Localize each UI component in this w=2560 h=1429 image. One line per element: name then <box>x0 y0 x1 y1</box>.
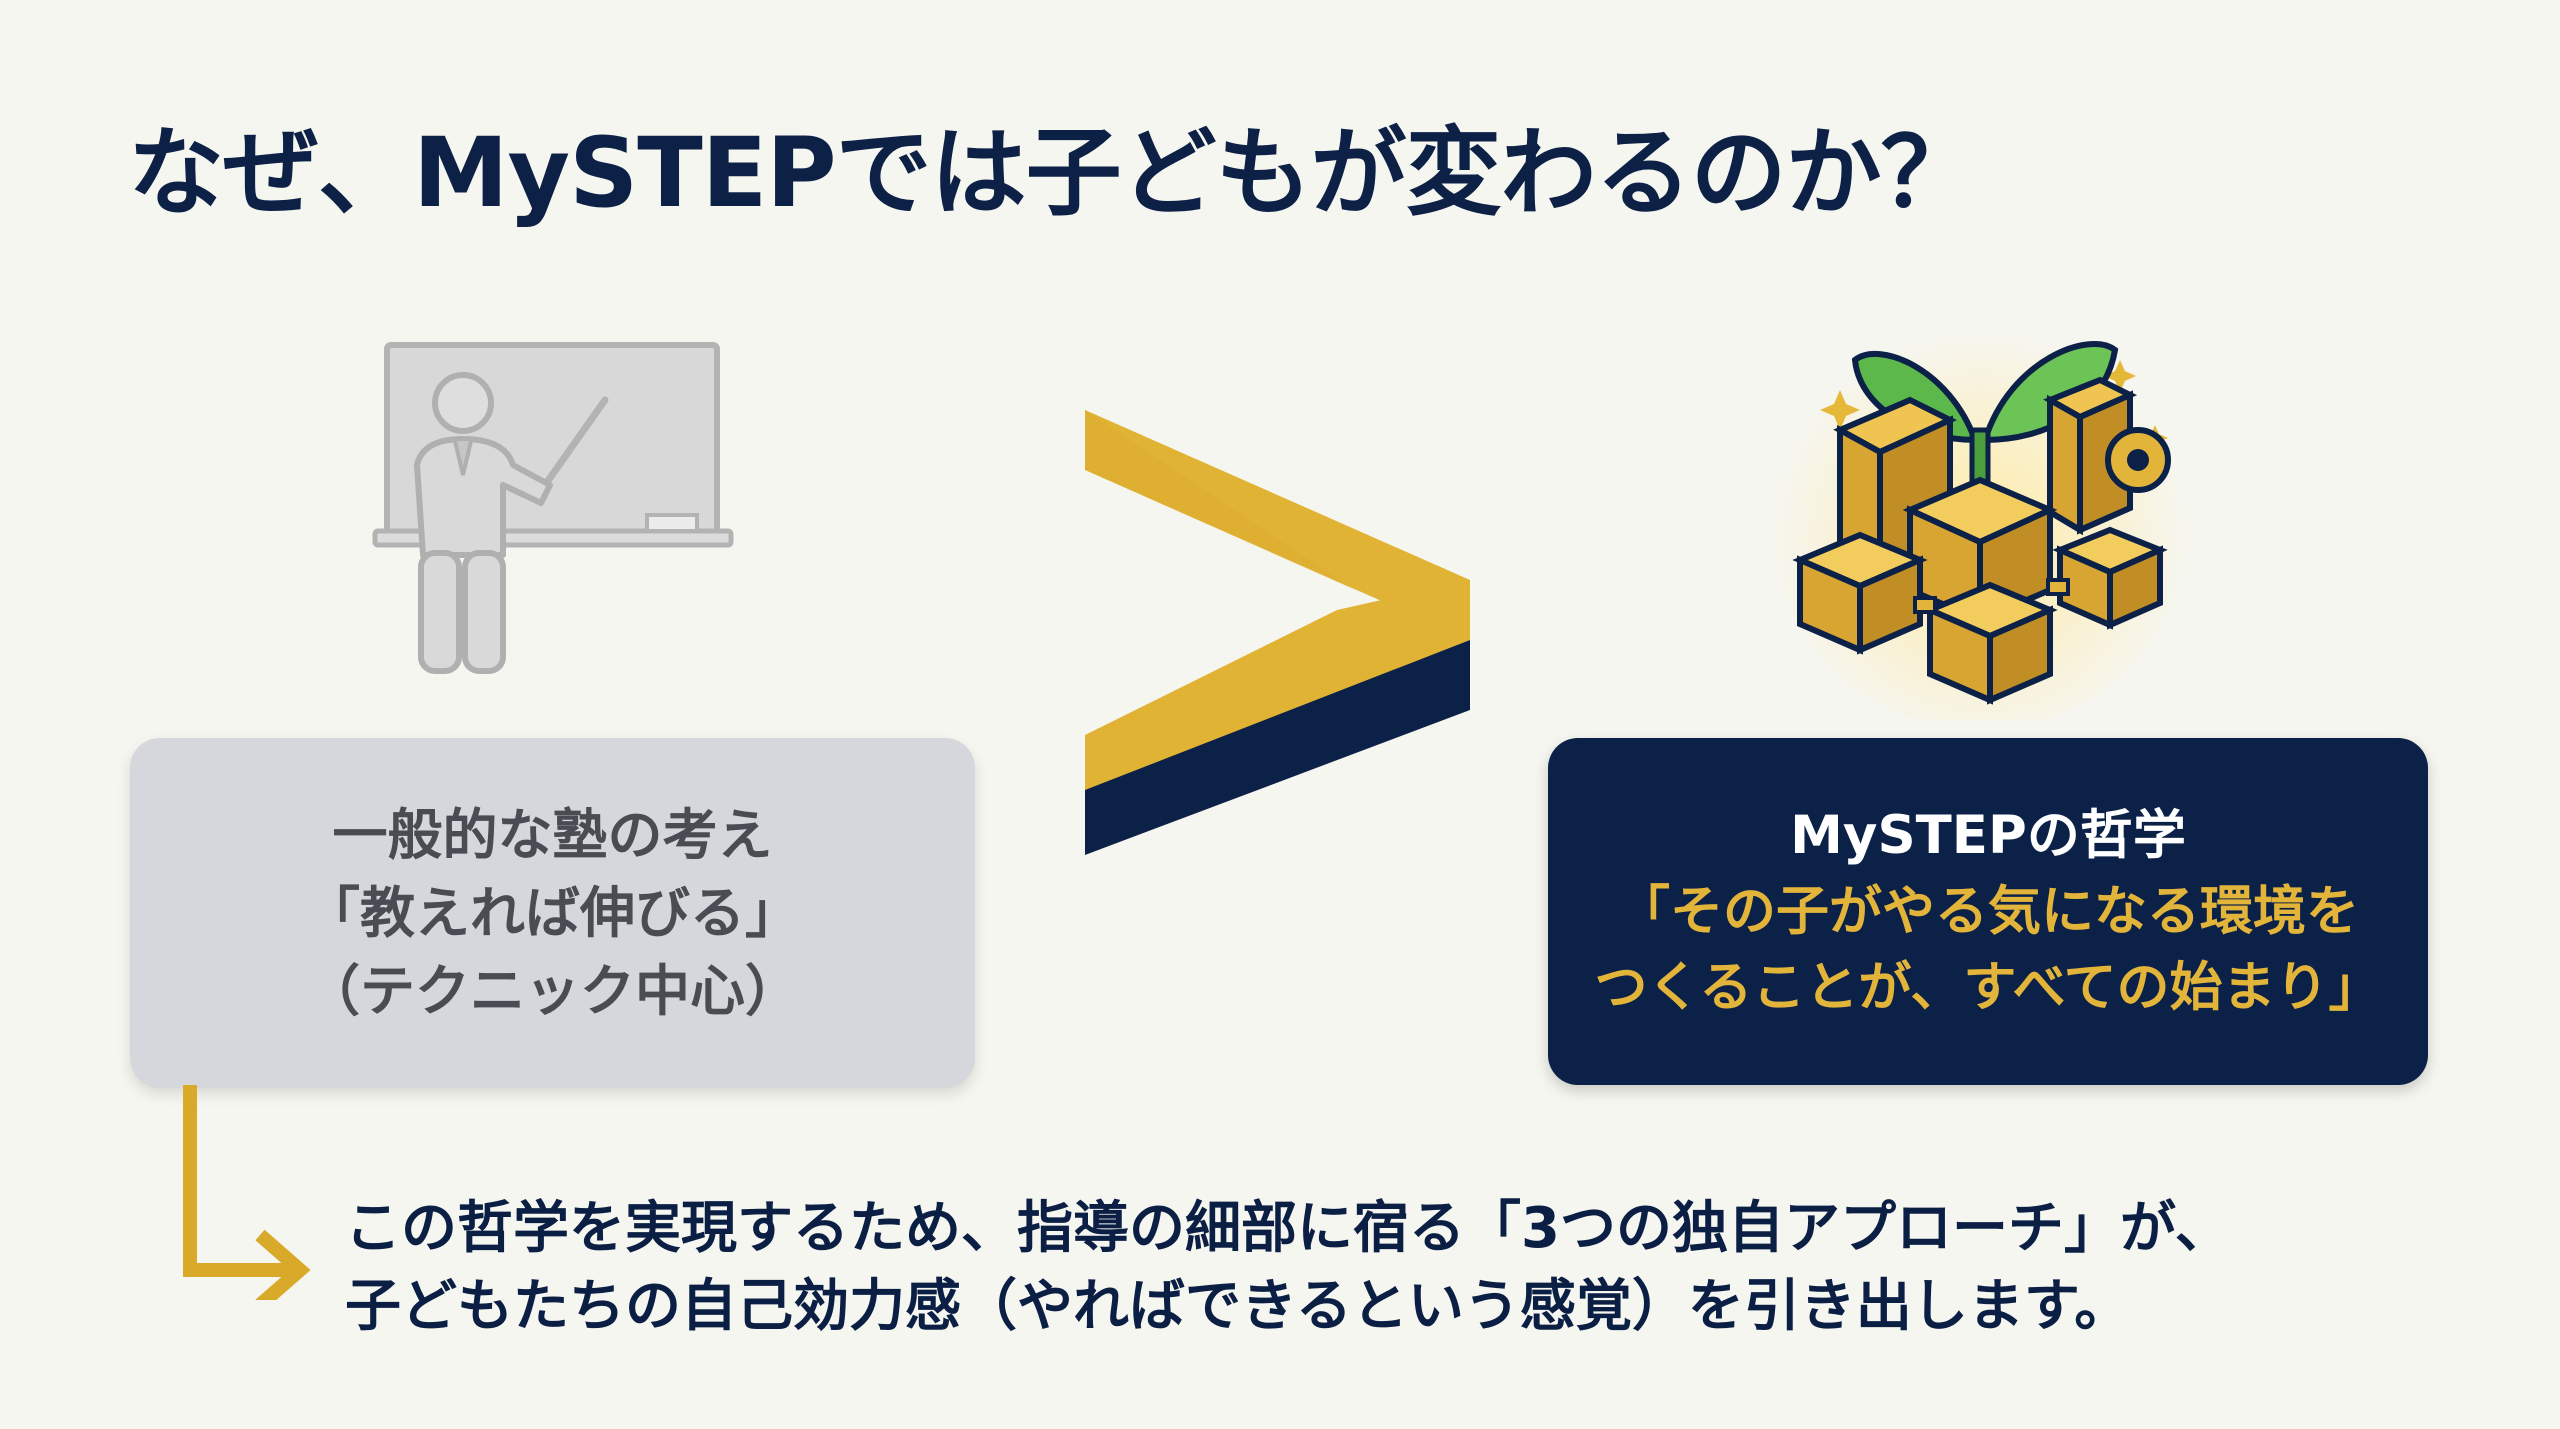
general-cram-school-box: 一般的な塾の考え 「教えれば伸びる」 （テクニック中心） <box>130 738 975 1088</box>
down-right-arrow-icon <box>183 1085 311 1300</box>
general-line-1: 一般的な塾の考え <box>332 803 773 867</box>
mystep-quote-line-2: つくることが、すべての始まり」 <box>1594 956 2382 1018</box>
general-line-3: （テクニック中心） <box>304 959 800 1023</box>
conclusion-line-1: この哲学を実現するため、指導の細部に宿る「3つの独自アプローチ」が、 <box>345 1196 2231 1261</box>
mystep-heading: MySTEPの哲学 <box>1790 804 2186 866</box>
conclusion-line-2: 子どもたちの自己効力感（やればできるという感覚）を引き出します。 <box>345 1274 2131 1339</box>
greater-than-chevron-icon <box>1085 410 1470 855</box>
teacher-at-whiteboard-icon <box>372 342 734 674</box>
page-title: なぜ、MySTEPでは子どもが変わるのか？ <box>128 117 1977 229</box>
conclusion-text: この哲学を実現するため、指導の細部に宿る「3つの独自アプローチ」が、 子どもたち… <box>345 1190 2231 1346</box>
general-line-2: 「教えれば伸びる」 <box>304 881 800 945</box>
mystep-philosophy-box: MySTEPの哲学 「その子がやる気になる環境を つくることが、すべての始まり」 <box>1548 738 2428 1085</box>
sprout-on-blocks-icon <box>1770 310 2190 720</box>
mystep-quote-line-1: 「その子がやる気になる環境を <box>1617 880 2359 942</box>
